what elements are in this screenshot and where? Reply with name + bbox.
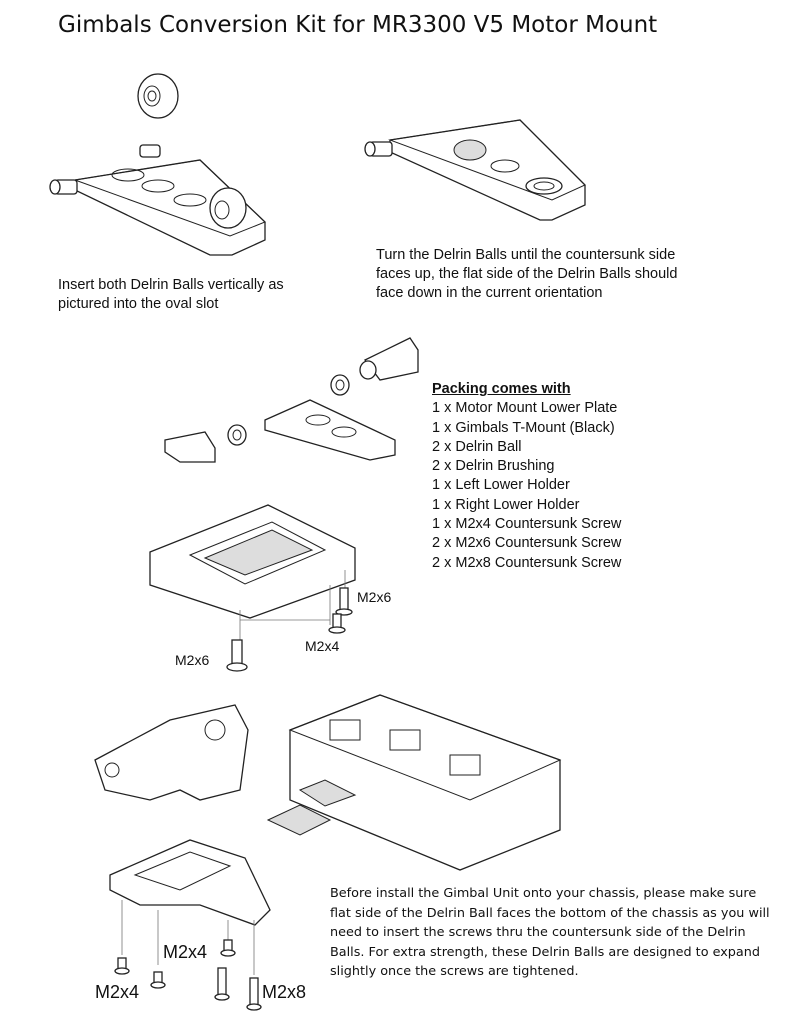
packing-item: 1 x M2x4 Countersunk Screw (432, 516, 622, 533)
final-install-note: Before install the Gimbal Unit onto your… (330, 886, 770, 979)
holder-chassis-drawing (94, 694, 562, 871)
page-title: Gimbals Conversion Kit for MR3300 V5 Mot… (58, 12, 658, 38)
screw-label-m2x6-left: M2x6 (175, 652, 210, 668)
screw-label-m2x8: M2x8 (262, 982, 307, 1002)
t-mount-step1-drawing (49, 144, 266, 256)
packing-item: 1 x Right Lower Holder (432, 496, 580, 513)
screw-label-m2x4-right: M2x4 (305, 638, 340, 654)
bottom-assembly-drawing (109, 839, 271, 1011)
packing-item: 2 x Delrin Brushing (432, 458, 555, 475)
packing-list: Packing comes with 1 x Motor Mount Lower… (432, 380, 621, 573)
packing-item: 1 x Motor Mount Lower Plate (432, 400, 618, 417)
packing-item: 2 x M2x6 Countersunk Screw (432, 535, 622, 552)
packing-item: 2 x M2x8 Countersunk Screw (432, 554, 622, 571)
screw-label-m2x4-center: M2x4 (163, 942, 208, 962)
screw-label-m2x4-left: M2x4 (95, 982, 140, 1002)
delrin-ball-loose-drawing (137, 73, 179, 119)
step-turn-balls-text: Turn the Delrin Balls until the counters… (376, 247, 678, 301)
step-insert-balls-text: Insert both Delrin Balls vertically as p… (58, 277, 284, 312)
packing-item: 1 x Left Lower Holder (432, 477, 570, 494)
plate-screws-drawing (226, 587, 353, 672)
packing-item: 1 x Gimbals T-Mount (Black) (432, 419, 615, 436)
exploded-parts-drawing (164, 337, 419, 463)
screw-label-m2x6-right: M2x6 (357, 589, 392, 605)
motor-mount-plate-drawing (149, 504, 356, 650)
packing-item: 2 x Delrin Ball (432, 438, 522, 455)
t-mount-step2-drawing (364, 119, 586, 221)
packing-list-header: Packing comes with (432, 381, 571, 397)
